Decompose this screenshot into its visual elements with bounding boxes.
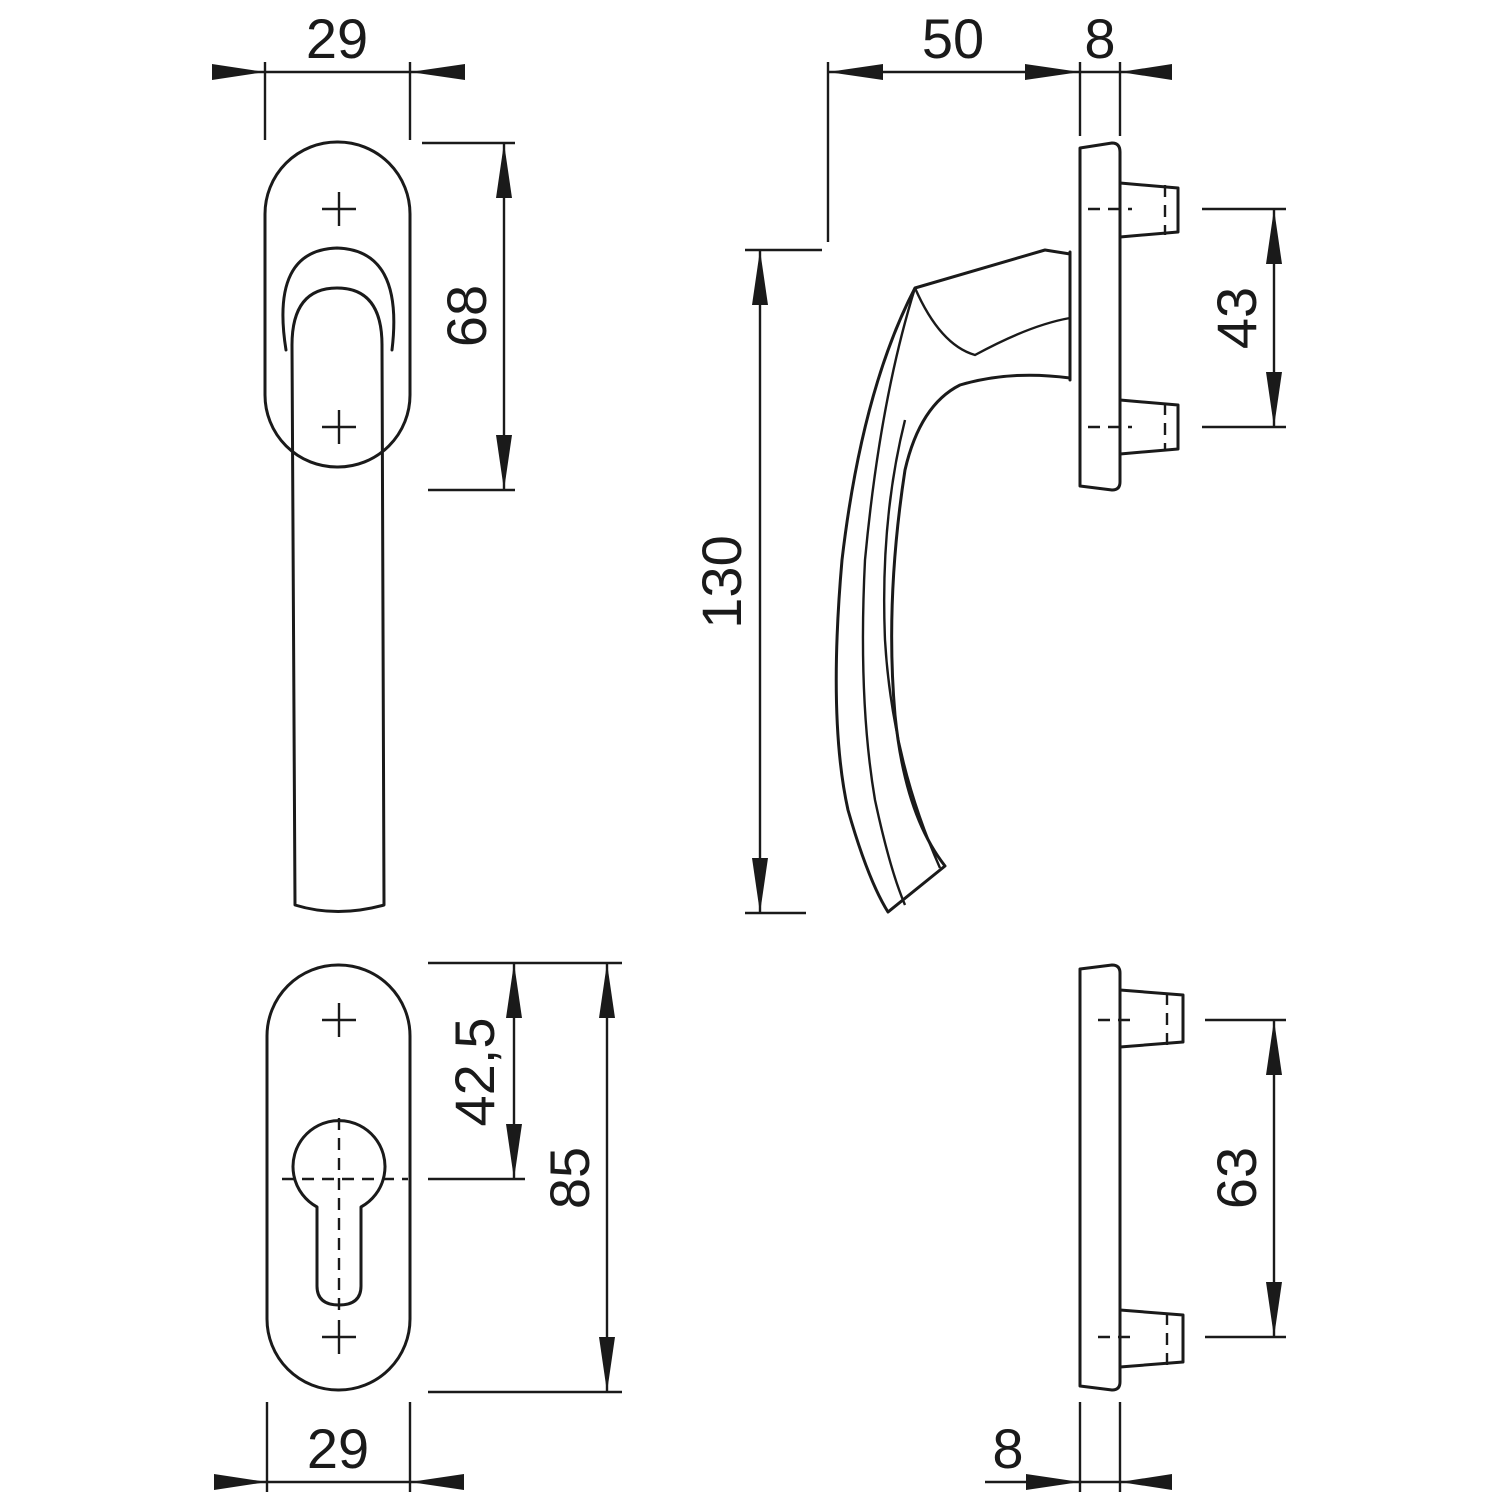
- fixing-pin: [1118, 988, 1185, 1049]
- key-plate-side-view: 63 8: [985, 963, 1286, 1492]
- dimension-pin-spacing-top: 43: [1088, 207, 1286, 429]
- handle-neck-inner: [290, 286, 384, 347]
- dimension-label-handle-length: 130: [690, 535, 753, 628]
- plate-side-outline: [1078, 963, 1122, 1392]
- dimension-label-handle-reach: 50: [922, 7, 984, 70]
- dimension-plate-height: 85: [428, 963, 622, 1394]
- fixing-pin: [1118, 181, 1180, 239]
- dimension-label-plate-thickness-bottom: 8: [992, 1417, 1023, 1480]
- fixing-pin: [1118, 398, 1180, 456]
- handle-lever: [290, 343, 386, 913]
- screw-cross-icon: [322, 410, 356, 444]
- rose-side-plate: [1078, 141, 1122, 492]
- handle-contour-line: [913, 287, 1071, 357]
- handle-side-profile: [834, 248, 1072, 914]
- screw-cross-icon: [322, 192, 356, 226]
- dimension-label-key-offset: 42,5: [443, 1018, 506, 1127]
- handle-neck-outer: [281, 246, 396, 352]
- dimension-rose-height: 68: [422, 141, 515, 492]
- screw-cross-icon: [322, 1320, 356, 1354]
- fixing-pin: [1118, 1308, 1185, 1369]
- dimension-top-width: 29: [212, 7, 465, 140]
- dimension-plate-thickness-bottom: 8: [985, 1402, 1172, 1492]
- rose-outline: [263, 140, 412, 469]
- handle-contour-line: [861, 287, 917, 906]
- dimension-label-top-width: 29: [306, 7, 368, 70]
- dimension-label-bottom-width: 29: [307, 1417, 369, 1480]
- handle-contour-line: [883, 419, 942, 869]
- screw-cross-icon: [322, 1003, 356, 1037]
- dimension-rose-thickness-top: 8: [1078, 7, 1172, 136]
- dimension-bottom-width: 29: [214, 1402, 464, 1492]
- handle-side-view: 50 8 130 43: [690, 7, 1286, 915]
- dimension-label-pin-spacing-bottom: 63: [1205, 1147, 1268, 1209]
- dimension-key-offset: 42,5: [428, 961, 622, 1181]
- dimension-label-pin-spacing-top: 43: [1205, 287, 1268, 349]
- dimension-label-rose-thickness-top: 8: [1084, 7, 1115, 70]
- plate-outline: [265, 963, 412, 1392]
- key-plate-front-view: 42,5 85 29: [214, 961, 622, 1492]
- dimension-label-plate-height: 85: [538, 1147, 601, 1209]
- dimension-handle-reach: 50: [828, 7, 1080, 80]
- dimension-pin-spacing-bottom: 63: [1098, 1018, 1286, 1339]
- handle-front-view: 29 68: [212, 7, 515, 913]
- dimension-label-rose-height: 68: [435, 285, 498, 347]
- dimension-handle-length: 130: [690, 250, 768, 913]
